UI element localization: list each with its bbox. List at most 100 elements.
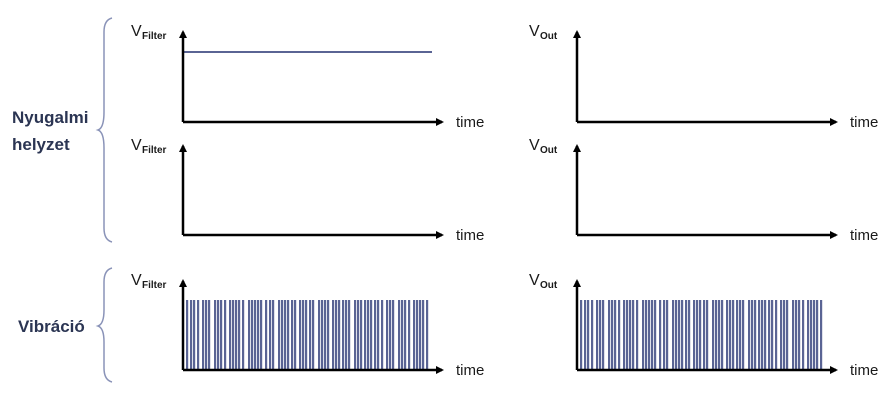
signal-pulse: [338, 300, 341, 370]
signal-pulse: [810, 300, 813, 370]
signal-pulse: [678, 300, 681, 370]
signal-pulse: [190, 300, 193, 370]
y-axis-label-sub: Out: [540, 280, 558, 291]
signal-pulse: [623, 300, 626, 370]
signal-pulse: [768, 300, 771, 370]
signal-pulse: [629, 300, 632, 370]
signal-pulse: [718, 300, 721, 370]
signal-pulse: [242, 300, 245, 370]
signal-pulse: [726, 300, 729, 370]
group-label-rest-line2: helyzet: [12, 135, 70, 154]
signal-pulse: [764, 300, 767, 370]
signal-pulse: [281, 300, 284, 370]
signal-pulse: [780, 300, 783, 370]
signal-pulse: [820, 300, 823, 370]
signal-pulse: [312, 300, 315, 370]
signal-pulse: [688, 300, 691, 370]
signal-pulse: [294, 300, 297, 370]
signal-pulse: [591, 300, 594, 370]
signal-pulse: [389, 300, 392, 370]
signal-pulse: [413, 300, 416, 370]
signal-pulse: [742, 300, 745, 370]
signal-pulse: [332, 300, 335, 370]
group-label-rest-line1: Nyugalmi: [12, 108, 89, 127]
signal-pulse: [197, 300, 200, 370]
signal-pulse: [648, 300, 651, 370]
signal-pulse: [238, 300, 241, 370]
signal-pulse: [584, 300, 587, 370]
signal-pulse: [404, 300, 407, 370]
signal-pulse: [278, 300, 281, 370]
x-axis-label-time: time: [850, 362, 878, 379]
signal-pulse: [345, 300, 348, 370]
signal-pulse: [193, 300, 196, 370]
x-axis-label-time: time: [850, 114, 878, 131]
signal-pulse: [327, 300, 330, 370]
signal-pulse: [715, 300, 718, 370]
signal-pulse: [807, 300, 810, 370]
signal-pulse: [422, 300, 425, 370]
signal-pulse: [786, 300, 789, 370]
signal-pulse: [364, 300, 367, 370]
signal-pulse: [229, 300, 232, 370]
signal-pulse: [732, 300, 735, 370]
signal-pulse: [659, 300, 662, 370]
signal-pulse: [305, 300, 308, 370]
y-axis-label: V: [131, 272, 142, 289]
signal-pulse: [739, 300, 742, 370]
signal-pulse: [736, 300, 739, 370]
x-axis-label-time: time: [850, 227, 878, 244]
y-axis-label-sub: Filter: [142, 31, 167, 42]
signal-pulse: [816, 300, 819, 370]
signal-pulse: [186, 300, 189, 370]
signal-pulse: [217, 300, 220, 370]
signal-pulse: [754, 300, 757, 370]
signal-pulse: [618, 300, 621, 370]
signal-pulse: [392, 300, 395, 370]
signal-pulse: [596, 300, 599, 370]
signal-pulse: [318, 300, 321, 370]
signal-pulse: [416, 300, 419, 370]
signal-pulse: [798, 300, 801, 370]
signal-pulse: [214, 300, 217, 370]
signal-pulse: [632, 300, 635, 370]
signal-pulse: [370, 300, 373, 370]
signal-pulse: [324, 300, 327, 370]
signal-pulse: [354, 300, 357, 370]
signal-pulse: [729, 300, 732, 370]
signal-pulse: [608, 300, 611, 370]
signal-pulse: [348, 300, 351, 370]
y-axis-label-sub: Out: [540, 31, 558, 42]
signal-pulse: [666, 300, 669, 370]
signal-pulse: [751, 300, 754, 370]
signal-pulse: [257, 300, 260, 370]
signal-pulse: [703, 300, 706, 370]
signal-pulse: [771, 300, 774, 370]
y-axis-label-sub: Out: [540, 145, 558, 156]
signal-pulse: [696, 300, 699, 370]
signal-pulse: [302, 300, 305, 370]
x-axis-label-time: time: [456, 227, 484, 244]
signal-pulse: [224, 300, 227, 370]
signal-pulse: [712, 300, 715, 370]
signal-pulse: [783, 300, 786, 370]
signal-pulse: [208, 300, 211, 370]
signal-pulse: [381, 300, 384, 370]
signal-pulse: [309, 300, 312, 370]
y-axis-label-sub: Filter: [142, 145, 167, 156]
signal-pulse: [636, 300, 639, 370]
x-axis-label-time: time: [456, 114, 484, 131]
signal-pulse: [272, 300, 275, 370]
signal-pulse: [367, 300, 370, 370]
signal-pulse: [401, 300, 404, 370]
signal-pulse: [260, 300, 263, 370]
signal-pulse: [232, 300, 235, 370]
signal-pulse: [645, 300, 648, 370]
signal-pulse: [706, 300, 709, 370]
